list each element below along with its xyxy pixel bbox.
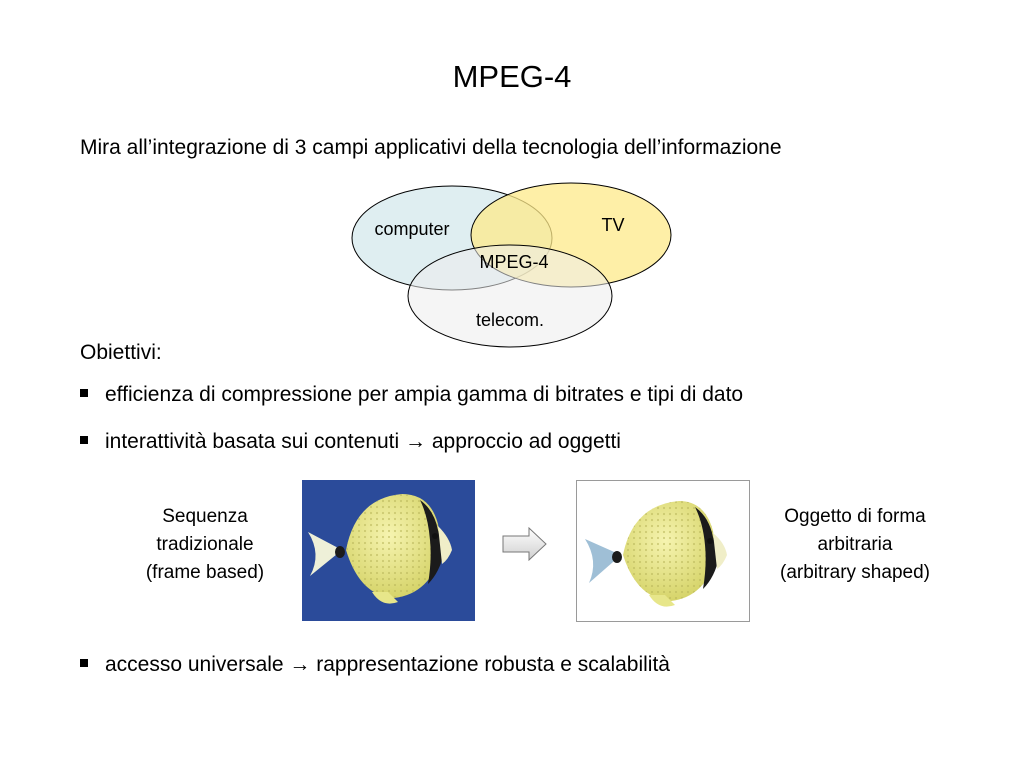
bullet-text: accesso universale → rappresentazione ro…: [105, 653, 670, 676]
slide-title: MPEG-4: [452, 59, 572, 94]
square-bullet-icon: [80, 659, 88, 668]
arrow-right-icon: [502, 527, 547, 561]
caption-line: Sequenza: [162, 506, 248, 527]
intro-text: Mira all’integrazione di 3 campi applica…: [80, 136, 782, 159]
frame-based-image: [302, 480, 475, 621]
venn-label-center: MPEG-4: [479, 252, 548, 272]
venn-label-tv: TV: [601, 215, 624, 235]
venn-telecom-circle: [407, 244, 613, 348]
bullet-item: efficienza di compressione per ampia gam…: [80, 381, 743, 409]
caption-line: (frame based): [145, 562, 265, 583]
square-bullet-icon: [80, 389, 88, 398]
fish-image: [585, 501, 727, 607]
caption-line: Oggetto di forma: [784, 506, 926, 527]
bullet-text: efficienza di compressione per ampia gam…: [105, 383, 744, 406]
venn-label-telecom: telecom.: [476, 310, 544, 330]
venn-label-computer: computer: [374, 219, 449, 239]
venn-diagram: computer TV MPEG-4 telecom.: [351, 182, 672, 348]
right-caption: Oggetto di forma arbitraria (arbitrary s…: [752, 503, 958, 587]
square-bullet-icon: [80, 436, 88, 445]
bullet-text: interattività basata sui contenuti → app…: [105, 430, 621, 453]
objectives-heading: Obiettivi:: [80, 341, 162, 364]
caption-line: (arbitrary shaped): [780, 562, 930, 583]
caption-line: tradizionale: [156, 534, 254, 555]
arbitrary-shaped-image: [576, 480, 750, 622]
left-caption: Sequenza tradizionale (frame based): [124, 503, 286, 587]
caption-line: arbitraria: [817, 534, 893, 555]
bullet-item: interattività basata sui contenuti → app…: [80, 428, 621, 456]
bullet-item: accesso universale → rappresentazione ro…: [80, 651, 670, 679]
fish-image: [308, 494, 452, 604]
